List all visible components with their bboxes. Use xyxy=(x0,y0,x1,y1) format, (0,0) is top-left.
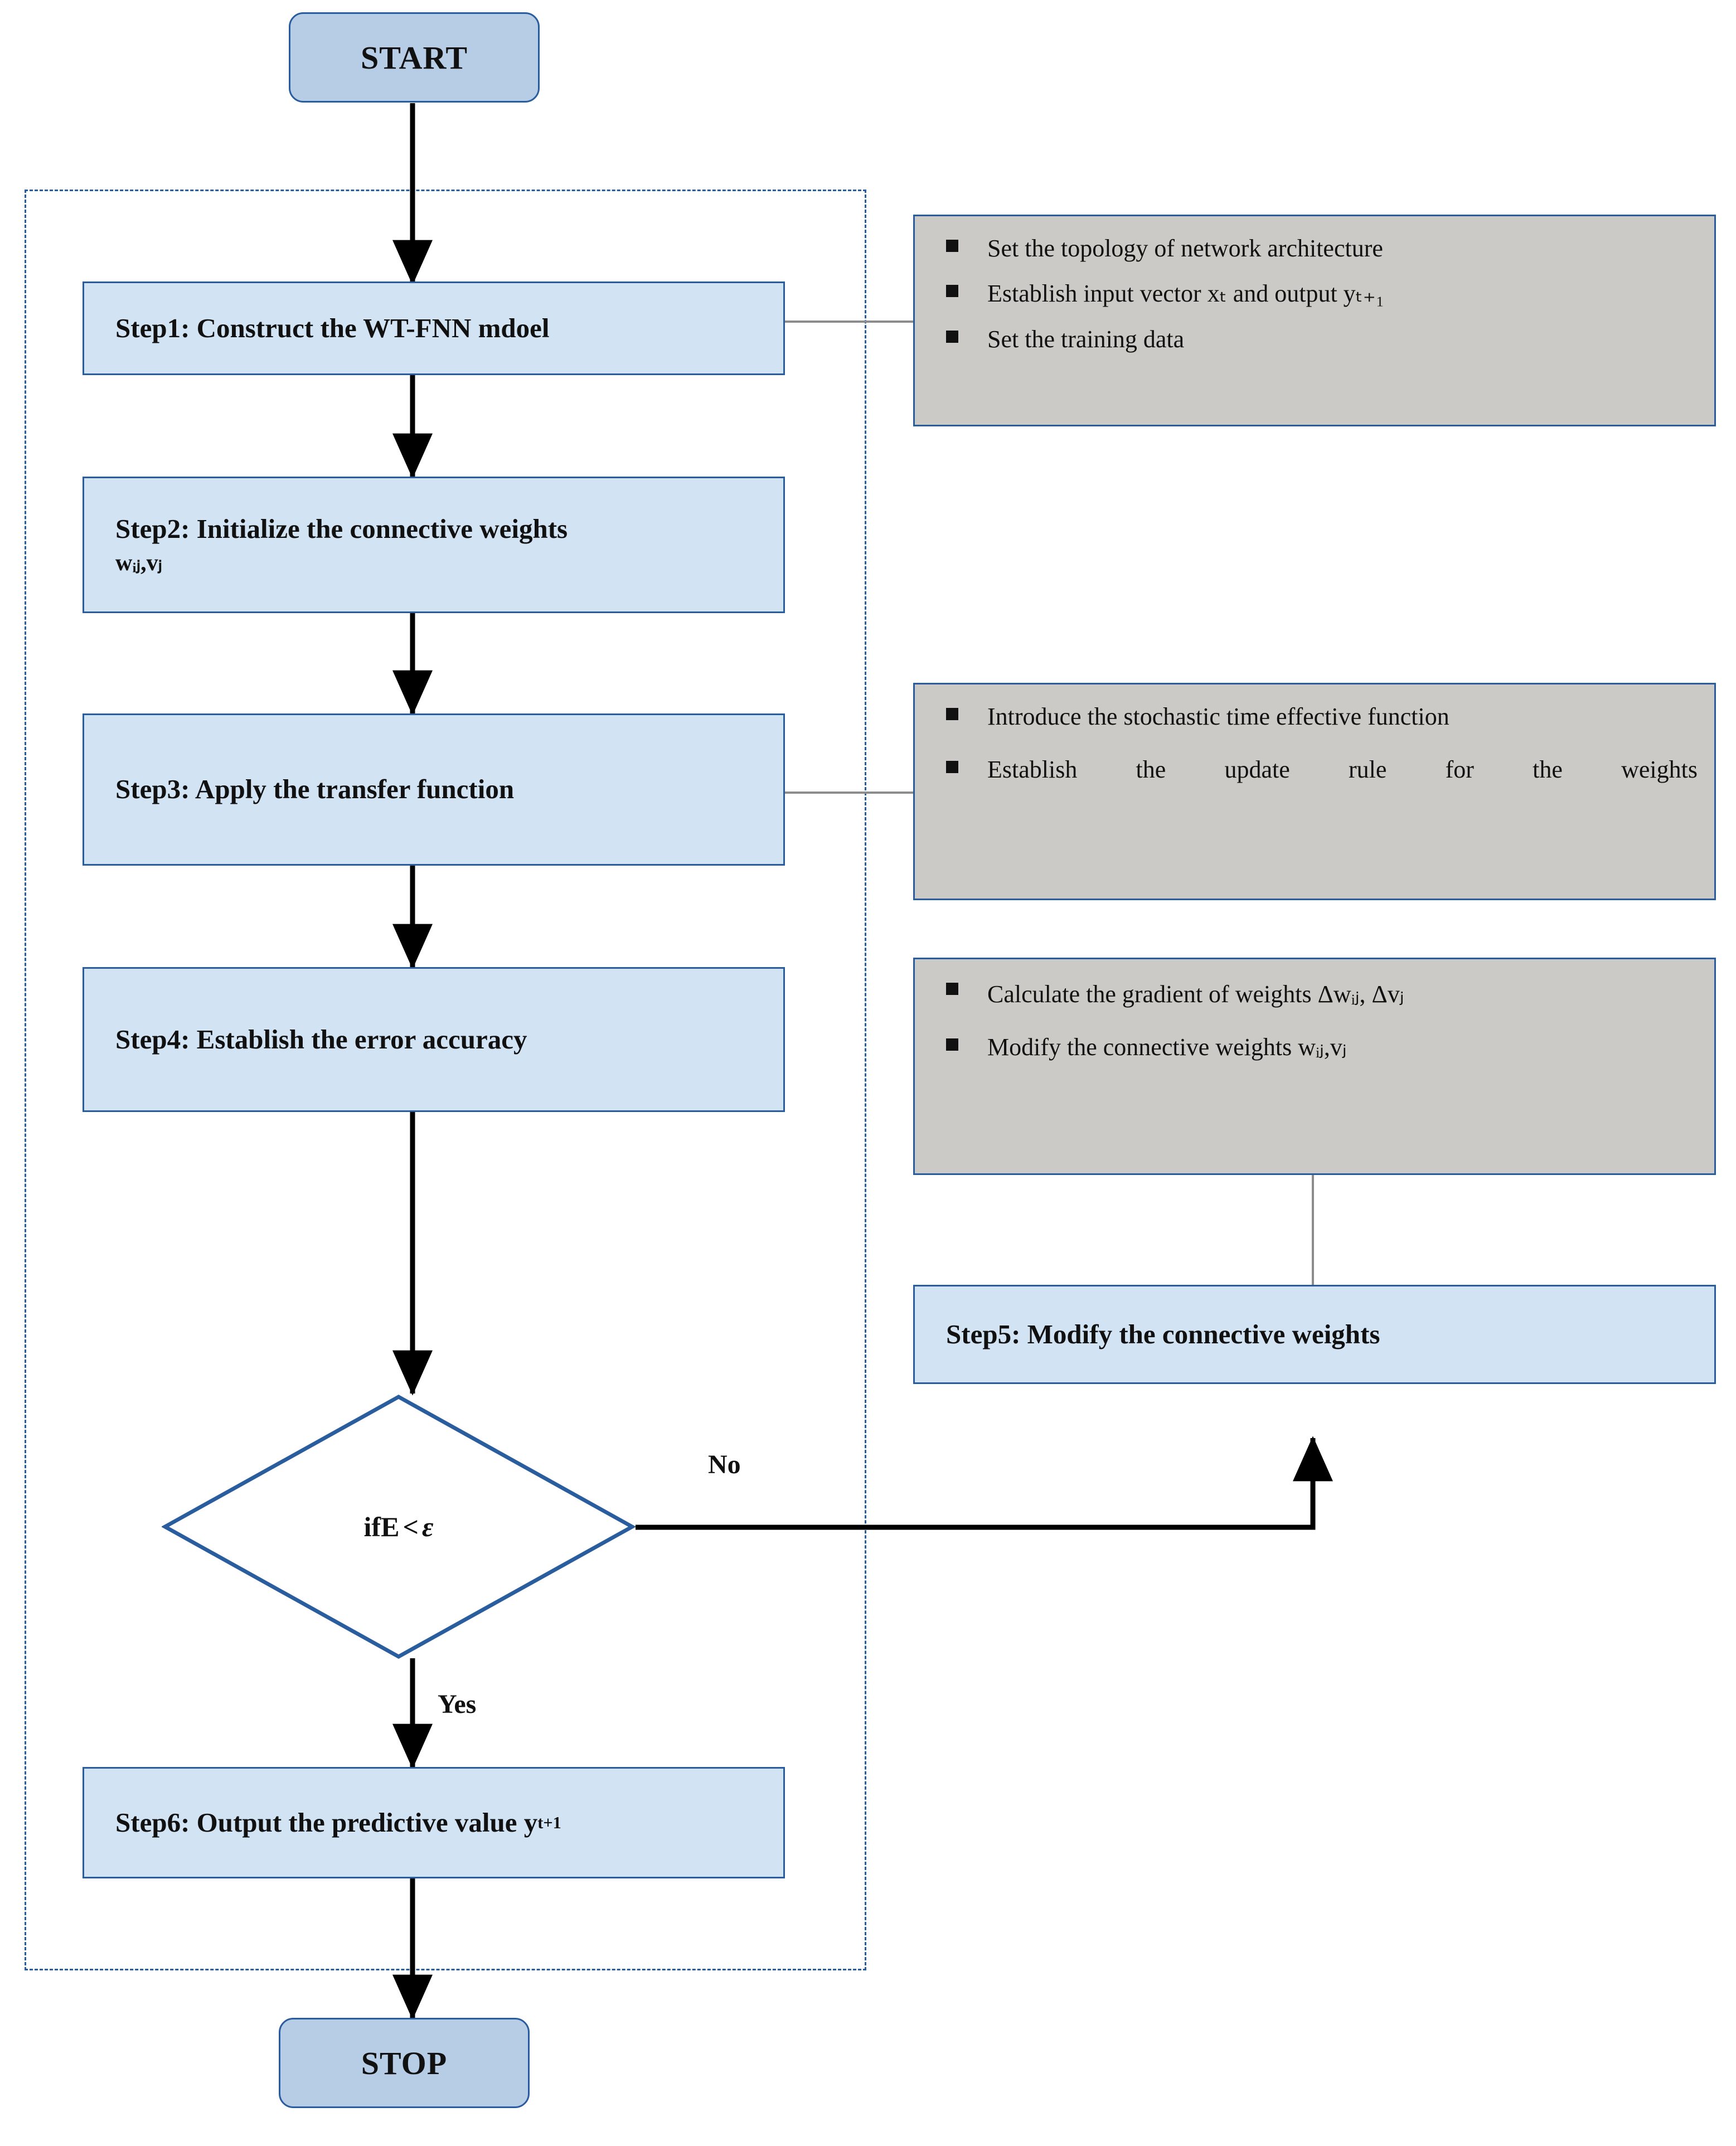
bullet-square-icon xyxy=(946,983,958,995)
node-step3[interactable]: Step3: Apply the transfer function xyxy=(83,713,785,866)
node-step2[interactable]: Step2: Initialize the connective weights… xyxy=(83,477,785,613)
node-step2-label: Step2: Initialize the connective weights xyxy=(115,513,568,545)
bullet-square-icon xyxy=(946,285,958,298)
node-start-label: START xyxy=(360,39,468,76)
node-stop-label: STOP xyxy=(361,2045,448,2081)
note1-item-3: Set the training data xyxy=(937,323,1698,356)
edge-label-yes: Yes xyxy=(438,1689,477,1719)
leader-line-note3 xyxy=(1312,1173,1314,1285)
bullet-square-icon xyxy=(946,330,958,343)
decision-text-epsilon: ε xyxy=(421,1511,434,1542)
decision-text-op: < xyxy=(403,1511,419,1542)
note2-item-1: Introduce the stochastic time effective … xyxy=(937,700,1698,733)
edge-label-no: No xyxy=(708,1450,741,1479)
note3-item-1: Calculate the gradient of weights Δwᵢⱼ, … xyxy=(937,975,1698,1014)
note-step1-details: Set the topology of network architecture… xyxy=(913,215,1716,426)
leader-line-note2 xyxy=(785,792,913,794)
decision-text-bold: E xyxy=(381,1511,400,1542)
node-step3-label: Step3: Apply the transfer function xyxy=(115,774,515,805)
node-start[interactable]: START xyxy=(289,12,540,103)
loop-boundary-dashed xyxy=(25,190,866,1970)
note3-item-2: Modify the connective weights wᵢⱼ,vⱼ xyxy=(937,1031,1698,1064)
node-step6-subscript: t+1 xyxy=(537,1813,561,1832)
node-step6-label: Step6: Output the predictive value y xyxy=(115,1807,538,1838)
note1-item-1: Set the topology of network architecture xyxy=(937,232,1698,265)
bullet-square-icon xyxy=(946,708,958,720)
note2-item-2: Establish the update rule for the weight… xyxy=(937,753,1698,786)
note1-item-2: Establish input vector xₜ and output yₜ₊… xyxy=(937,277,1698,310)
node-step5-label: Step5: Modify the connective weights xyxy=(946,1318,1380,1349)
node-step4[interactable]: Step4: Establish the error accuracy xyxy=(83,967,785,1112)
node-step1-label: Step1: Construct the WT-FNN mdoel xyxy=(115,312,550,343)
node-step2-weights-label: wᵢⱼ,vⱼ xyxy=(115,550,162,576)
bullet-square-icon xyxy=(946,240,958,252)
leader-line-note1 xyxy=(785,321,913,323)
node-decision-label: if E< ε xyxy=(162,1394,636,1660)
node-step5[interactable]: Step5: Modify the connective weights xyxy=(913,1285,1716,1384)
node-decision[interactable]: if E< ε xyxy=(162,1394,636,1660)
node-step4-label: Step4: Establish the error accuracy xyxy=(115,1023,527,1055)
bullet-square-icon xyxy=(946,1038,958,1051)
note-step3-details: Introduce the stochastic time effective … xyxy=(913,683,1716,900)
note-step5-details: Calculate the gradient of weights Δwᵢⱼ, … xyxy=(913,958,1716,1175)
decision-text-prefix: if xyxy=(363,1511,381,1542)
node-step1[interactable]: Step1: Construct the WT-FNN mdoel xyxy=(83,281,785,375)
node-stop[interactable]: STOP xyxy=(279,2018,530,2108)
bullet-square-icon xyxy=(946,761,958,774)
